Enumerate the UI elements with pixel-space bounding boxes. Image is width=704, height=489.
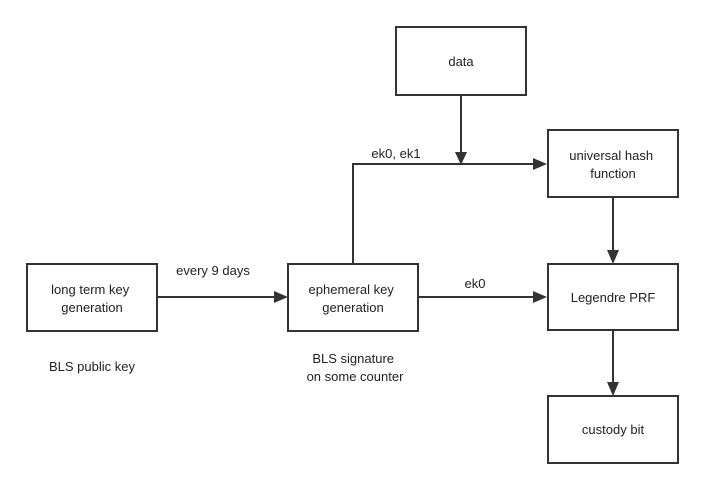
edge-label-ek0-ek1: ek0, ek1 (371, 146, 420, 161)
node-ephemeral-key: ephemeral key generation (287, 263, 419, 332)
nodes: data universal hash function long term k… (26, 26, 679, 464)
node-legendre-prf: Legendre PRF (547, 263, 679, 331)
arrowhead-ephemeral-to-legendre (533, 291, 547, 303)
node-legendre-prf-label: Legendre PRF (571, 290, 656, 305)
node-long-term-key: long term key generation (26, 263, 158, 332)
arrowhead-data-to-hash (455, 152, 467, 165)
arrowhead-longterm-to-ephemeral (274, 291, 288, 303)
node-universal-hash-label: universal hash function (569, 148, 656, 181)
annotation-bls-public-key: BLS public key (49, 359, 135, 374)
annotation-bls-signature: BLS signature on some counter (307, 351, 405, 384)
arrowhead-hash-to-legendre (607, 250, 619, 264)
edge-label-ek0: ek0 (465, 276, 486, 291)
edge-ephemeral-to-hash (352, 163, 535, 264)
node-long-term-key-label: long term key generation (51, 282, 133, 315)
annotations: BLS public key BLS signature on some cou… (49, 351, 404, 384)
node-custody-bit: custody bit (547, 395, 679, 464)
arrowhead-legendre-to-custody (607, 382, 619, 396)
node-ephemeral-key-label: ephemeral key generation (309, 282, 398, 315)
edge-labels: every 9 days ek0, ek1 ek0 (176, 146, 485, 291)
node-universal-hash: universal hash function (547, 129, 679, 198)
node-data: data (395, 26, 527, 96)
edge-label-every-9-days: every 9 days (176, 263, 250, 278)
node-data-label: data (448, 54, 474, 69)
node-custody-bit-label: custody bit (582, 422, 645, 437)
edges (157, 95, 619, 396)
arrowhead-ephemeral-to-hash (533, 158, 547, 170)
